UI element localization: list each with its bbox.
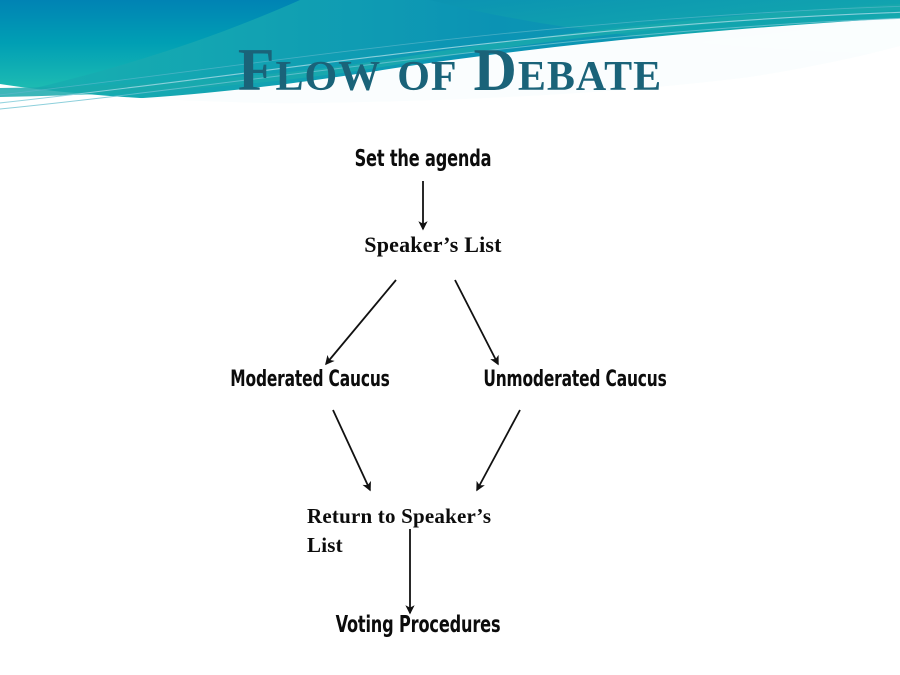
arrow-unmoderated-to-return — [476, 409, 521, 492]
flow-node-voting-procedures: Voting Procedures — [335, 612, 501, 638]
page-title: Flow of Debate — [237, 37, 663, 103]
banner-white-swoosh-secondary — [0, 18, 900, 120]
banner-left-gradient — [0, 0, 300, 96]
banner-accent-line-3 — [0, 5, 900, 96]
flow-node-moderated-caucus: Moderated Caucus — [230, 367, 390, 392]
arrow-speakers-to-moderated — [325, 279, 397, 366]
banner-teal-crescent — [0, 4, 900, 97]
banner-accent-line-2 — [0, 17, 900, 110]
arrow-speakers-to-unmoderated — [454, 279, 499, 366]
flow-node-unmoderated-caucus: Unmoderated Caucus — [483, 367, 667, 392]
arrow-moderated-to-return — [332, 409, 371, 492]
title-banner-decoration — [0, 0, 900, 120]
flow-node-set-the-agenda: Set the agenda — [354, 146, 492, 172]
banner-accent-line-1 — [0, 11, 900, 104]
flow-node-return-to-speakers-list: Return to Speaker’s List — [307, 504, 492, 557]
flow-node-speakers-list: Speaker’s List — [364, 232, 502, 257]
